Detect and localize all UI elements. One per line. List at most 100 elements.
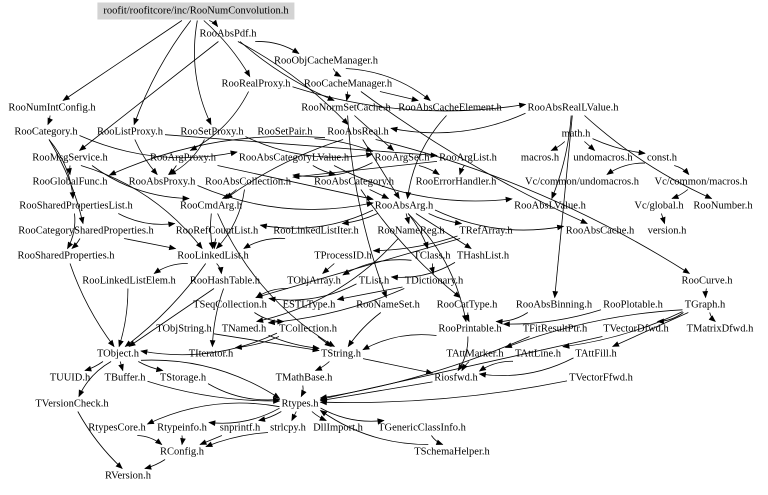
graph-node[interactable]: Rtypes.h <box>280 398 319 411</box>
graph-node[interactable]: RooRealProxy.h <box>220 78 291 91</box>
arrowhead-icon <box>141 350 147 355</box>
graph-node[interactable]: TVectorFfwd.h <box>568 372 634 385</box>
graph-node[interactable]: RooCmdArg.h <box>179 200 243 213</box>
graph-node[interactable]: RooAbsRealLValue.h <box>527 102 620 115</box>
graph-node[interactable]: RtypesCore.h <box>87 422 146 435</box>
graph-node[interactable]: TStorage.h <box>159 372 207 385</box>
graph-node[interactable]: RooAbsCache.h <box>565 225 636 238</box>
graph-node[interactable]: ESTLType.h <box>282 299 337 312</box>
graph-node[interactable]: Vc/common/undomacros.h <box>524 176 640 189</box>
graph-node[interactable]: undomacros.h <box>572 152 633 165</box>
graph-node[interactable]: RooCurve.h <box>680 275 733 288</box>
arrowhead-icon <box>683 168 689 174</box>
graph-node[interactable]: TMathBase.h <box>275 372 334 385</box>
graph-node[interactable]: TDictionary.h <box>404 275 465 288</box>
arrowhead-icon <box>504 322 510 327</box>
graph-node[interactable]: TObjArray.h <box>286 275 342 288</box>
arrowhead-icon <box>292 48 298 53</box>
graph-node[interactable]: TRefArray.h <box>458 225 513 238</box>
graph-node[interactable]: RooNumIntConfig.h <box>7 102 96 115</box>
graph-node[interactable]: TGenericClassInfo.h <box>377 422 467 435</box>
graph-node[interactable]: TSeqCollection.h <box>192 299 268 312</box>
graph-node[interactable]: TString.h <box>320 348 362 361</box>
graph-node[interactable]: TObject.h <box>96 348 140 361</box>
graph-node[interactable]: RooArgList.h <box>438 152 498 165</box>
graph-node[interactable]: RooSetProxy.h <box>179 126 244 139</box>
graph-node[interactable]: RooSharedProperties.h <box>16 250 115 263</box>
graph-node[interactable]: TVectorDfwd.h <box>602 323 670 336</box>
arrowhead-icon <box>405 217 410 223</box>
graph-node[interactable]: RooLinkedListIter.h <box>272 225 359 238</box>
graph-node[interactable]: RooLinkedList.h <box>176 250 249 263</box>
graph-node[interactable]: RooNormSetCache.h <box>300 102 392 115</box>
graph-node[interactable]: TAttLine.h <box>514 348 562 361</box>
graph-node[interactable]: version.h <box>647 225 688 238</box>
graph-node[interactable]: RooAbsCacheElement.h <box>397 102 503 115</box>
graph-node[interactable]: RooSetPair.h <box>256 126 313 139</box>
graph-node[interactable]: RooSharedPropertiesList.h <box>18 200 133 213</box>
graph-node[interactable]: RooAbsPdf.h <box>199 28 258 41</box>
graph-node[interactable]: RooPlotable.h <box>602 299 664 312</box>
graph-node[interactable]: TIterator.h <box>188 348 235 361</box>
graph-node[interactable]: TObjString.h <box>155 323 213 336</box>
graph-node[interactable]: Vc/global.h <box>633 200 684 213</box>
graph-node[interactable]: RooAbsProxy.h <box>128 176 197 189</box>
graph-node[interactable]: TNamed.h <box>221 323 268 336</box>
graph-node[interactable]: TCollection.h <box>278 323 338 336</box>
graph-node[interactable]: RooCatType.h <box>436 299 499 312</box>
arrowhead-icon <box>68 242 73 248</box>
graph-node[interactable]: Rtypeinfo.h <box>156 422 208 435</box>
graph-node[interactable]: Riosfwd.h <box>433 372 478 385</box>
graph-node[interactable]: RooArgSet.h <box>374 152 431 165</box>
arrowhead-icon <box>613 342 619 347</box>
graph-node[interactable]: RConfig.h <box>159 446 205 459</box>
graph-node[interactable]: TAttFill.h <box>574 348 617 361</box>
graph-node[interactable]: RooAbsCategory.h <box>313 176 395 189</box>
graph-node[interactable]: RooPrintable.h <box>437 323 502 336</box>
graph-node[interactable]: TProcessID.h <box>313 250 372 263</box>
graph-node[interactable]: math.h <box>561 128 592 141</box>
graph-node[interactable]: strlcpy.h <box>269 422 307 435</box>
graph-node[interactable]: TBuffer.h <box>104 372 147 385</box>
graph-node[interactable]: TSchemaHelper.h <box>413 446 491 459</box>
graph-node[interactable]: snprintf.h <box>219 422 262 435</box>
graph-node[interactable]: RVersion.h <box>104 470 152 483</box>
graph-node[interactable]: RooAbsCollection.h <box>204 176 292 189</box>
graph-node[interactable]: RooAbsReal.h <box>326 126 390 139</box>
graph-node[interactable]: RooNameSet.h <box>355 299 421 312</box>
graph-node[interactable]: TMatrixDfwd.h <box>686 323 755 336</box>
graph-node[interactable]: RooMsgService.h <box>31 152 109 165</box>
arrowhead-icon <box>433 169 439 174</box>
graph-node[interactable]: Vc/common/macros.h <box>653 176 748 189</box>
graph-node[interactable]: RooListProxy.h <box>96 126 164 139</box>
arrowhead-icon <box>607 169 613 174</box>
graph-node[interactable]: TAttMarker.h <box>445 348 504 361</box>
graph-node[interactable]: RooNameReg.h <box>376 225 445 238</box>
graph-node[interactable]: RooAbsCategoryLValue.h <box>238 152 350 165</box>
graph-node[interactable]: RooHashTable.h <box>189 275 261 288</box>
graph-node[interactable]: RooArgProxy.h <box>149 152 217 165</box>
graph-node[interactable]: RooCategorySharedProperties.h <box>17 225 155 238</box>
graph-node[interactable]: RooRefCountList.h <box>175 225 260 238</box>
graph-node[interactable]: TClass.h <box>412 250 451 263</box>
graph-node[interactable]: RooNumber.h <box>692 200 753 213</box>
graph-node[interactable]: THashList.h <box>456 250 510 263</box>
root-node[interactable]: roofit/roofitcore/inc/RooNumConvolution.… <box>97 3 294 20</box>
graph-node[interactable]: TList.h <box>358 275 391 288</box>
graph-node[interactable]: TGraph.h <box>684 299 727 312</box>
graph-node[interactable]: RooCacheManager.h <box>303 78 393 91</box>
graph-node[interactable]: const.h <box>646 152 678 165</box>
graph-node[interactable]: RooCategory.h <box>13 126 78 139</box>
graph-node[interactable]: macros.h <box>520 152 560 165</box>
graph-node[interactable]: RooGlobalFunc.h <box>32 176 109 189</box>
graph-node[interactable]: RooErrorHandler.h <box>415 176 498 189</box>
graph-node[interactable]: RooLinkedListElem.h <box>81 275 177 288</box>
graph-node[interactable]: TUUID.h <box>49 372 92 385</box>
graph-node[interactable]: DllImport.h <box>312 422 364 435</box>
graph-node[interactable]: RooObjCacheManager.h <box>273 55 379 68</box>
graph-node[interactable]: TFitResultPtr.h <box>522 323 588 336</box>
graph-node[interactable]: RooAbsLValue.h <box>513 200 587 213</box>
graph-node[interactable]: RooAbsArg.h <box>374 200 434 213</box>
graph-node[interactable]: RooAbsBinning.h <box>515 299 593 312</box>
graph-node[interactable]: TVersionCheck.h <box>34 398 109 411</box>
